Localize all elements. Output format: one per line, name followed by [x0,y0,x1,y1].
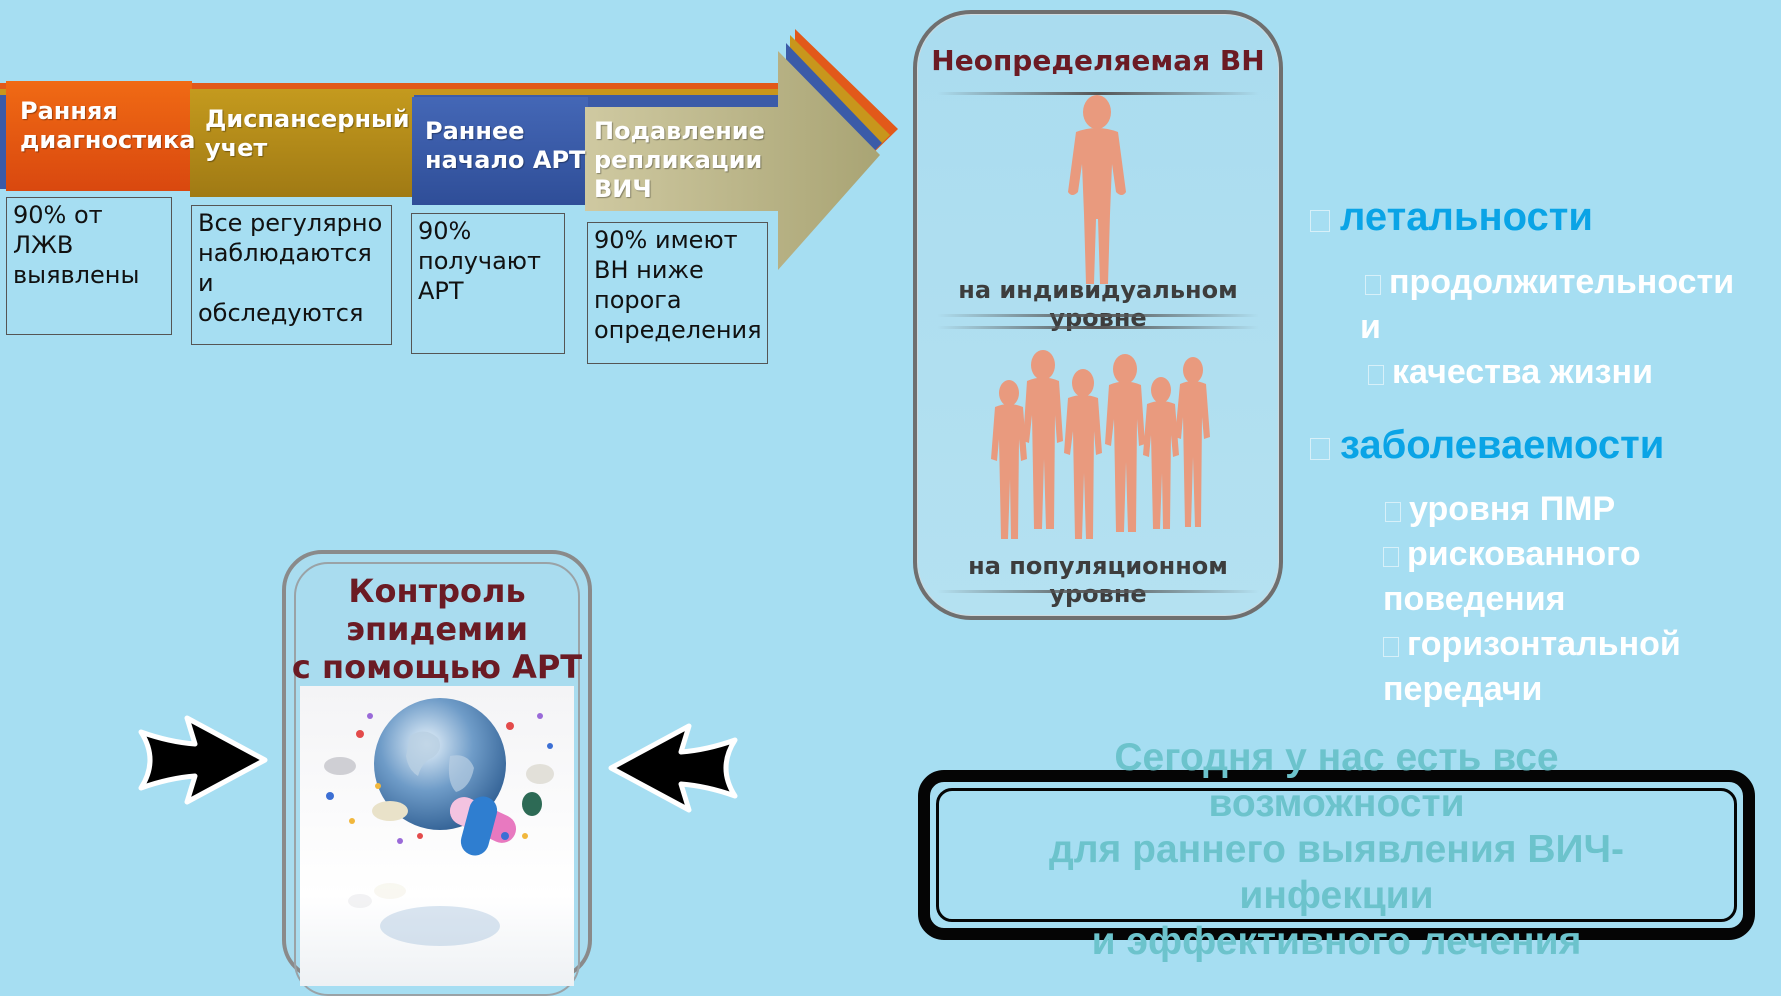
message-frame [918,770,1755,940]
stage-band-early-art [412,97,588,205]
down-arrow-icon [1383,547,1399,567]
undetectable-vl-panel: Неопределяемая ВН на индивидуальном уров… [913,10,1283,620]
panel-title: Неопределяемая ВН [931,44,1265,77]
down-arrow-icon [1385,502,1401,522]
bullet-morbidity: заболеваемости [1310,378,1664,468]
stage-label-suppression: Подавление репликации ВИЧ [594,117,765,203]
mtct-text: уровня ПМР [1409,490,1616,528]
quality-prefix-text: и [1360,308,1381,346]
morbidity-text: заболеваемости [1340,423,1665,467]
bullet-mtct: уровня ПМР [1385,442,1615,532]
stage-label-early-diagnosis: Ранняя диагностика [20,97,196,154]
arrow-left-icon [608,723,738,813]
risky-behavior-text: рискованного поведения [1383,535,1641,618]
epidemic-control-panel: Контроль эпидемии с помощью АРТ [282,550,592,996]
cascade-arrow-graphic [0,29,898,270]
up-arrow-icon [1365,275,1381,295]
stage-label-early-art: Раннее начало АРТ [425,117,586,174]
down-arrow-icon [1310,438,1330,460]
stage-box-diagnosed: 90% от ЛЖВ выявлены [6,197,172,335]
stage-band-dispensary [190,89,414,197]
stage-box-monitored: Все регулярно наблюдаются и обследуются [191,205,392,345]
divider [937,92,1259,95]
globe-with-pills-icon [300,686,574,986]
horizontal-transmission-text: горизонтальной передачи [1383,625,1681,708]
arrow-right-icon [138,715,268,805]
message-inner-border [936,788,1737,922]
individual-level-label: на индивидуальном уровне [958,276,1238,332]
stage-box-suppressed: 90% имеют ВН ниже порога определения [587,222,768,364]
stage-label-dispensary: Диспансерный учет [205,105,410,162]
bullet-horizontal-transmission: горизонтальной передачи [1383,577,1681,712]
stage-band-suppression [585,51,880,270]
quality-text: качества жизни [1392,353,1653,391]
divider [937,590,1259,593]
divider [937,326,1259,329]
bullet-risky-behavior: рискованного поведения [1383,487,1641,622]
bullet-life-expectancy: продолжительности [1365,215,1734,305]
up-arrow-icon [1368,365,1384,385]
bullet-quality-of-life: и качества жизни [1360,260,1653,395]
down-arrow-icon [1310,210,1330,232]
stage-box-on-art: 90% получают АРТ [411,213,565,354]
bullet-mortality: летальности [1310,150,1593,240]
population-level-label: на популяционном уровне [968,552,1228,608]
population-crowd-icon [991,350,1210,539]
stage-band-early-diagnosis [6,81,192,191]
hiv-cascade-arrow: Ранняя диагностика Диспансерный учет Ран… [0,25,900,285]
divider [937,314,1259,317]
key-message-text: Сегодня у нас есть все возможности для р… [1049,736,1624,963]
mortality-text: летальности [1340,195,1593,239]
single-person-icon [1068,95,1126,284]
down-arrow-icon [1383,637,1399,657]
life-expectancy-text: продолжительности [1389,263,1735,301]
control-panel-title: Контроль эпидемии с помощью АРТ [291,572,583,686]
